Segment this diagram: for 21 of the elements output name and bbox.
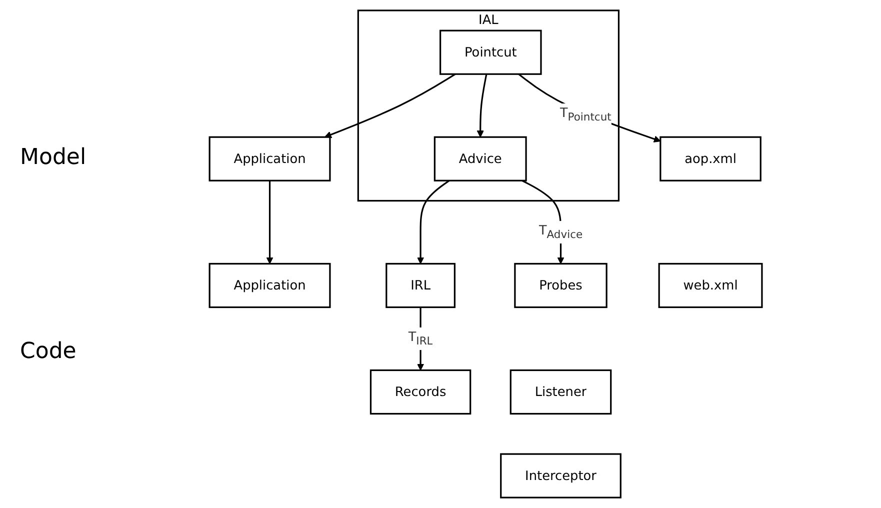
- arrow: [266, 180, 274, 264]
- node-box: Application: [208, 262, 330, 308]
- node-box: Records: [370, 369, 471, 415]
- node-box: web.xml: [658, 262, 762, 308]
- edge-label: T$_{Pointcut}$: [560, 105, 612, 124]
- node-box: Interceptor: [500, 453, 622, 498]
- arrow: [416, 180, 450, 264]
- node-box: Application: [208, 136, 330, 182]
- node-box: Listener: [510, 369, 612, 415]
- node-box: Advice: [434, 136, 527, 182]
- arrow: [518, 73, 660, 142]
- node-box: IRL: [385, 262, 456, 308]
- node-box: aop.xml: [659, 136, 762, 182]
- row-label: Code: [20, 338, 78, 364]
- arrow: [324, 73, 456, 138]
- arrow: [476, 74, 487, 138]
- row-label: Model: [20, 144, 88, 170]
- node-box: Pointcut: [439, 30, 542, 75]
- edge-label: T$_{Advice}$: [538, 222, 582, 242]
- edge-label: T$_{IRL}$: [408, 329, 433, 348]
- node-box: Probes: [514, 262, 608, 308]
